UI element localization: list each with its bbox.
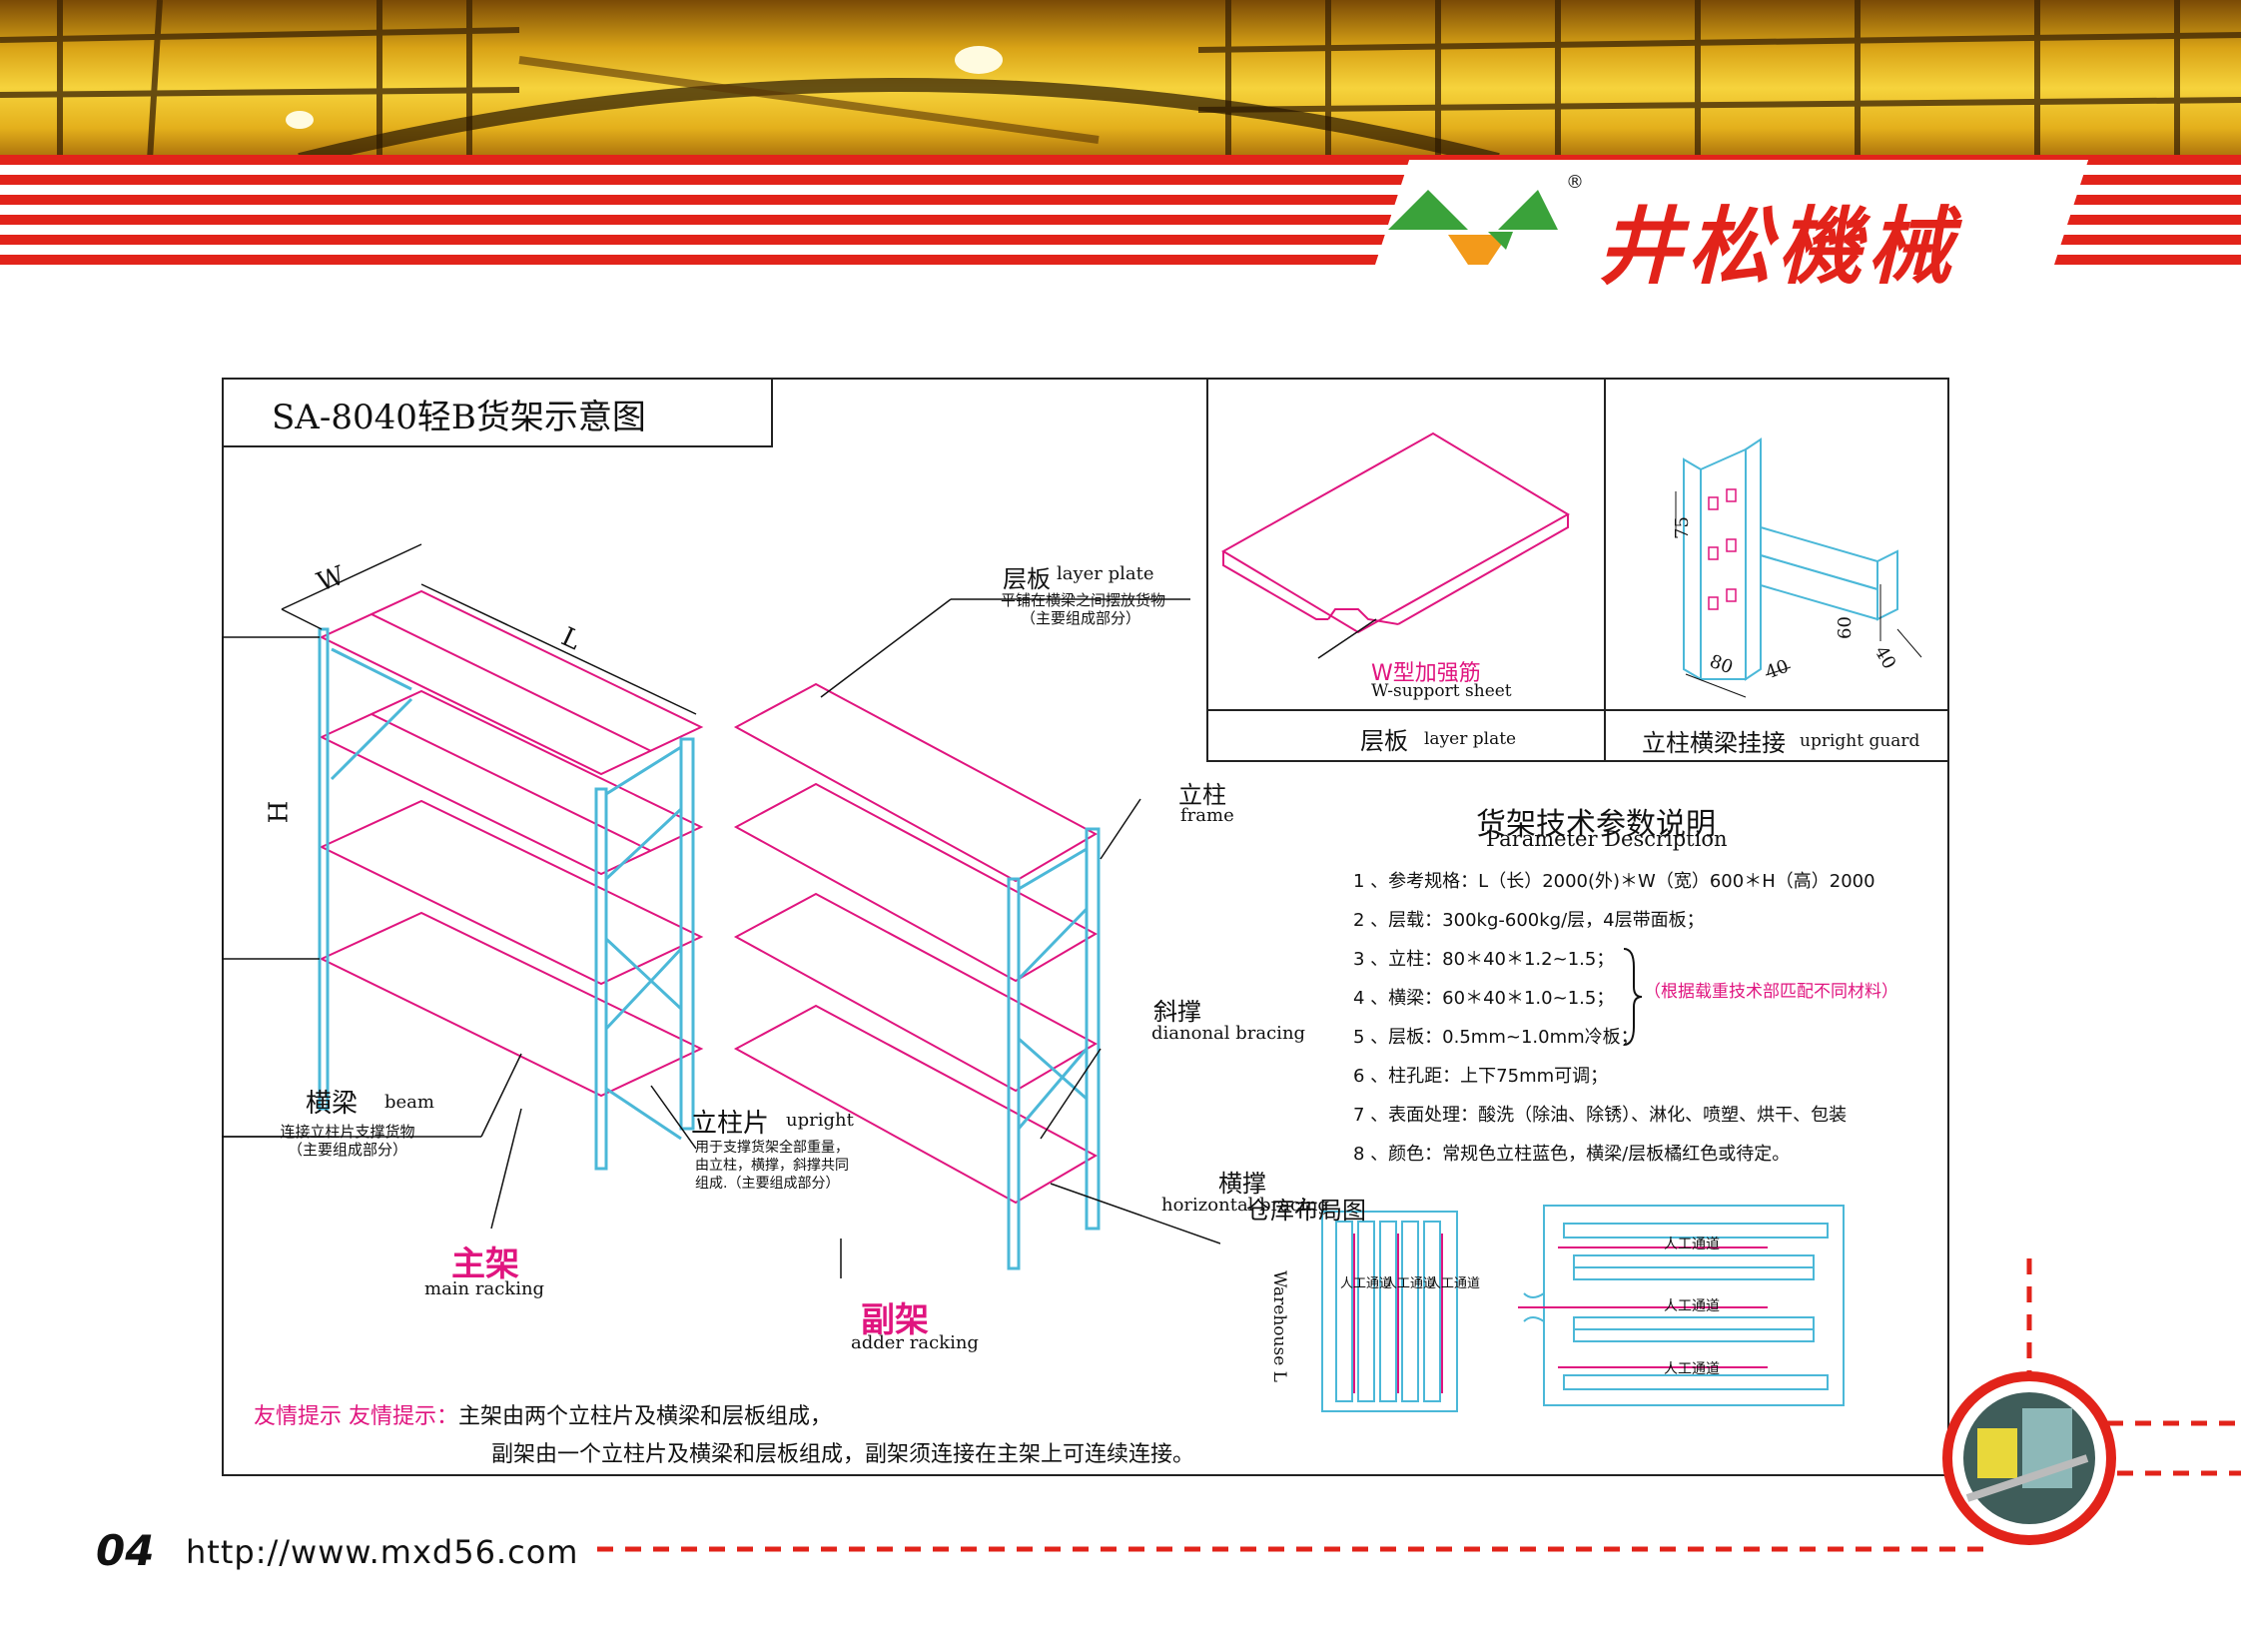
label-adder-en: adder racking [851,1332,979,1353]
param-item: 3 、立柱：80＊40＊1.2~1.5； [1353,949,1615,970]
aisle-label-v: 人工通道 [1384,1276,1437,1291]
header-warehouse-photo [0,0,2241,160]
params-subtitle: Parameter Description [1486,827,1728,851]
panel-divider [1206,709,1949,711]
label-main-cn: 主架 [451,1244,519,1284]
param-item: 5 、层板：0.5mm~1.0mm冷板； [1353,1027,1639,1048]
note-line: 组成.（主要组成部分） [695,1176,840,1192]
tip-line1: 主架由两个立柱片及横梁和层板组成， [458,1404,833,1429]
panel-divider [1206,378,1208,762]
w-support-en: W-support sheet [1371,681,1512,701]
registered-mark: ® [1566,172,1584,193]
label-diagonal-cn: 斜撑 [1153,998,1201,1026]
panel-caption-guard-en: upright guard [1800,731,1920,751]
page-title: SA-8040轻B货架示意图 [272,398,646,437]
label-frame-en: frame [1180,805,1234,826]
footer-dashed-line [597,1546,1995,1552]
note-line: （主要组成部分） [1020,609,1140,627]
note-line: （主要组成部分） [287,1141,407,1159]
dim-75: 75 [1671,516,1693,539]
aisle-label: 人工通道 [1664,1361,1720,1377]
company-logo-icon [1388,190,1558,265]
label-layer-plate-en: layer plate [1057,563,1154,584]
tip-line2: 副架由一个立柱片及横梁和层板组成，副架须连接在主架上可连续连接。 [491,1442,1195,1467]
label-beam-cn: 横梁 [306,1089,359,1119]
brand-name: 井松機械 [1598,198,1958,296]
param-bracket-note: （根据载重技术部匹配不同材料） [1644,982,1898,1002]
param-item: 7 、表面处理：酸洗（除油、除锈）、淋化、喷塑、烘干、包装 [1353,1105,1848,1126]
label-layer-plate-note: 平铺在横梁之间摆放货物 （主要组成部分） [1001,591,1166,627]
warehouse-layout-drawing [1321,1205,1845,1412]
diagram-frame [222,378,1949,1476]
aisle-label-v: 人工通道 [1340,1276,1393,1291]
param-item: 6 、柱孔距：上下75mm可调； [1353,1066,1609,1087]
dim-60: 60 [1834,616,1856,639]
layout-title-en: Warehouse L [1268,1270,1289,1382]
label-upright-cn: 立柱片 [691,1109,770,1139]
label-beam-en: beam [384,1092,434,1113]
label-hbrace-cn: 横撑 [1218,1170,1266,1198]
label-hbrace-en: horizontal bracing [1161,1195,1329,1216]
aisle-label: 人工通道 [1664,1298,1720,1314]
label-diagonal-en: dianonal bracing [1151,1023,1306,1044]
label-adder-cn: 副架 [861,1300,929,1340]
decorative-circle-photo [1942,1258,2241,1545]
aisle-label-v: 人工通道 [1428,1276,1481,1291]
param-item: 2 、层载：300kg-600kg/层，4层带面板； [1353,910,1705,931]
tip-label: 友情提示 友情提示： [254,1404,458,1429]
page-number: 04 [96,1526,155,1575]
label-upright-en: upright [786,1110,854,1131]
panel-caption-plate-cn: 层板 [1360,727,1408,755]
tip-block: 友情提示 友情提示：主架由两个立柱片及横梁和层板组成， 副架由一个立柱片及横梁和… [254,1398,1194,1468]
note-line: 用于支撑货架全部重量， [695,1140,849,1156]
label-layer-plate-cn: 层板 [1003,565,1051,593]
panel-divider [1206,760,1949,762]
param-item: 4 、横梁：60＊40＊1.0~1.5； [1353,988,1615,1009]
param-item: 1 、参考规格：L（长）2000(外)＊W（宽）600＊H（高）2000 [1353,871,1875,892]
dim-h-label: H [264,800,295,824]
warehouse-photo-graphic [0,0,2241,160]
title-box [222,378,773,447]
layer-plate-drawing [1221,431,1570,659]
layout-title-cn: 仓库布局图 [1246,1197,1366,1225]
panel-caption-guard-cn: 立柱横梁挂接 [1642,729,1786,757]
param-item: 8 、颜色：常规色立柱蓝色，横梁/层板橘红色或待定。 [1353,1144,1791,1165]
footer-url[interactable]: http://www.mxd56.com [186,1533,579,1571]
racking-drawing [222,543,1220,1278]
param-brace-icon [1623,948,1643,1046]
params-title: 货架技术参数说明 [1476,807,1716,842]
w-support-cn: W型加强筋 [1371,661,1481,686]
note-line: 平铺在横梁之间摆放货物 [1001,591,1166,609]
panel-caption-plate-en: layer plate [1424,729,1517,749]
panel-divider [1604,378,1606,762]
label-beam-note: 连接立柱片支撑货物 （主要组成部分） [268,1123,427,1159]
note-line: 连接立柱片支撑货物 [280,1123,415,1141]
label-upright-note: 用于支撑货架全部重量， 由立柱，横撑，斜撑共同 组成.（主要组成部分） [695,1139,849,1193]
aisle-label: 人工通道 [1664,1237,1720,1252]
note-line: 由立柱，横撑，斜撑共同 [695,1158,849,1174]
label-main-en: main racking [424,1278,545,1299]
header-red-stripes [0,155,2241,265]
upright-guard-drawing [1675,437,1922,698]
label-frame-cn: 立柱 [1178,781,1226,809]
